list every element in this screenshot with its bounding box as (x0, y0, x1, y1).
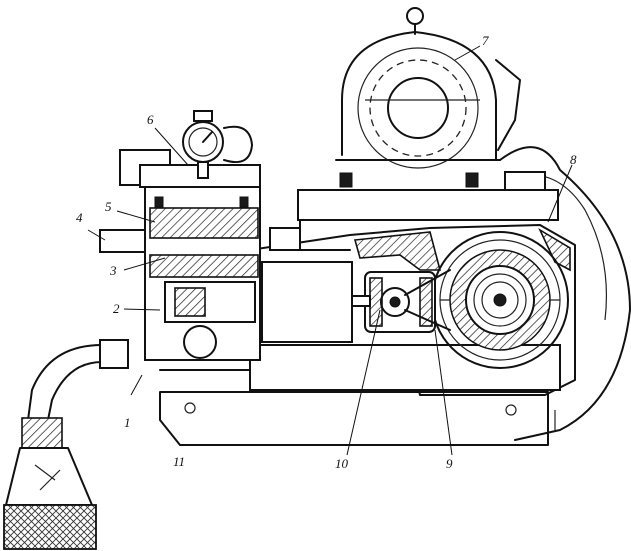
belt-guard-outer (499, 146, 631, 441)
suction-port (183, 325, 217, 359)
crosshead-guide-right (419, 277, 433, 327)
motor-terminal-box (495, 59, 521, 151)
crosshead-assembly (364, 269, 451, 333)
leader-9 (434, 329, 453, 456)
suction-valve-block (149, 254, 259, 278)
gear-hub-inner (473, 273, 527, 327)
lifting-eye-ring (406, 7, 424, 25)
crankcase-top-wall (353, 231, 442, 271)
leader-1 (130, 374, 143, 396)
leader-2 (123, 308, 161, 311)
discharge-valve-block (149, 207, 259, 239)
motor-base-frame (297, 171, 559, 251)
label-2: 2 (113, 301, 120, 316)
suction-elbow-inner (47, 361, 103, 421)
suction-pipe (3, 339, 129, 550)
connecting-rod-line-2 (404, 309, 451, 331)
manifold-fitting (269, 227, 301, 251)
leader-10 (346, 309, 381, 456)
label-9: 9 (446, 456, 453, 471)
crosshead-pin-center (389, 296, 401, 308)
gauge-needle (202, 131, 213, 143)
gauge-face (188, 127, 218, 157)
flywheel-gear (431, 231, 569, 369)
elbow-flange (99, 339, 129, 369)
leader-3 (123, 257, 166, 271)
leader-4 (87, 229, 106, 241)
base-hole-2 (505, 404, 517, 416)
gauge-top-cap (193, 110, 213, 122)
base-plate (159, 391, 549, 446)
frame-upper-left (299, 219, 351, 251)
label-10: 10 (335, 456, 349, 471)
strainer-cone (5, 447, 93, 506)
label-7: 7 (482, 33, 489, 48)
suction-elbow-outer (27, 344, 103, 421)
pressure-gauge (182, 110, 253, 179)
leader-7 (454, 45, 481, 61)
leader-6 (154, 127, 189, 166)
relief-valve-body (99, 229, 146, 253)
label-5: 5 (105, 199, 112, 214)
callouts: 1 2 3 4 5 6 7 8 9 10 11 (76, 33, 577, 471)
label-6: 6 (147, 112, 154, 127)
gauge-stem (197, 161, 209, 179)
head-bolt-2 (239, 196, 249, 208)
label-3: 3 (109, 263, 117, 278)
connecting-rod-line (404, 269, 451, 296)
motor-mount-plate (297, 189, 559, 221)
pump-head (99, 149, 301, 361)
label-4: 4 (76, 210, 83, 225)
label-1: 1 (124, 415, 131, 430)
gear-hub-core (481, 281, 519, 319)
strainer-mesh (3, 504, 97, 550)
mount-bolt-2 (465, 172, 479, 188)
distance-piece (261, 261, 353, 343)
crosshead-pin (380, 287, 410, 317)
leader-5 (116, 210, 156, 223)
piston-head (174, 287, 206, 317)
electric-motor (335, 7, 521, 169)
leader-8 (547, 164, 573, 223)
mount-bolt-1 (339, 172, 353, 188)
label-11: 11 (173, 454, 185, 469)
motor-housing (341, 31, 497, 161)
crankshaft-center (493, 293, 507, 307)
crankcase (249, 224, 576, 396)
belt-tensioner (504, 171, 546, 191)
gauge-hook (223, 125, 253, 164)
strainer-coupling (21, 417, 63, 449)
label-8: 8 (570, 152, 577, 167)
head-bolt-1 (154, 196, 164, 208)
piston-rod (199, 261, 371, 343)
crankcase-right-wall (538, 227, 571, 272)
motor-stator-outline (357, 47, 479, 169)
strainer-wire (34, 464, 61, 491)
motor-shaft-end (387, 77, 449, 139)
motor-rotor-dashed (369, 59, 467, 157)
pump-base (159, 369, 549, 446)
base-hole-1 (184, 402, 196, 414)
